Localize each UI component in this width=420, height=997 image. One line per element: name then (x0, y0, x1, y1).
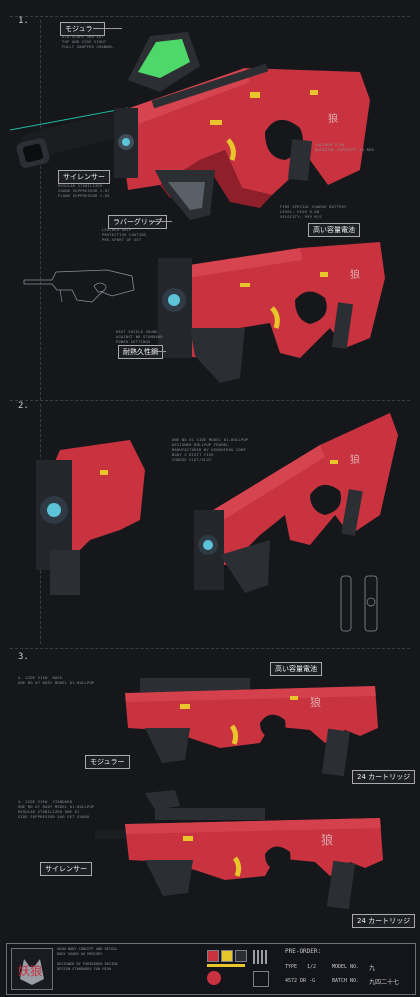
logo-emblem: 妖狼 (11, 948, 53, 990)
angled-weapon-render: 狼 (158, 242, 385, 383)
callout-modular-s3: モジュラー (85, 755, 130, 769)
laser-beam (10, 107, 129, 131)
logo-kanji: 妖狼 (18, 964, 43, 978)
grid-icon (253, 971, 269, 987)
section-divider (10, 648, 410, 649)
title-info: ORAW BODY CONCEPT AND DETAIL BODY GUARD … (57, 947, 118, 971)
color-swatch-dark (235, 950, 247, 962)
silencer-barrel (16, 111, 130, 168)
callout-high-capacity-battery: 高い容量電池 (308, 223, 360, 237)
callout-rubber-grip: ラバーグリップ (108, 215, 167, 229)
section-number: 3. (18, 652, 29, 662)
section-number: 2. (18, 401, 29, 411)
wolf-icon (20, 959, 44, 985)
svg-text:狼: 狼 (310, 695, 321, 709)
note-battery: FIRE SPECIAL CHARGE BATTERY LEVEL: HIGH … (280, 205, 347, 219)
note-rubber: LEATHER GRIP PROTECTIVE COATING PRE-SPOR… (102, 228, 147, 242)
type-value: 1/2 (307, 964, 317, 970)
blueprint-sketch (23, 269, 135, 303)
note-silencer: REGULAR STABILIZED SOUND SUPPRESSOR 1.07… (58, 184, 110, 198)
badge-icon (207, 971, 221, 985)
leader-line (152, 351, 166, 352)
batch-label: BATCH NO. (332, 978, 360, 984)
thumbhole-grip (295, 291, 327, 324)
holo-scope (128, 32, 200, 92)
section-divider (10, 400, 410, 401)
title-block: 妖狼 ORAW BODY CONCEPT AND DETAIL BODY GUA… (6, 943, 416, 995)
hero-weapon-render: 狼 (10, 32, 370, 220)
note-section3a: 4. SIDE VIEW BASE ONE MO 07 BODY MODEL 0… (18, 676, 95, 685)
foregrip (190, 328, 245, 383)
svg-text:狼: 狼 (321, 832, 333, 847)
qr-icon (253, 950, 267, 964)
section-number: 1. (18, 16, 29, 26)
batch-value: 九四二十七 (369, 979, 400, 986)
note-heat: HEAT SHIELD SOUND AGAINST NO STANDARD PO… (116, 330, 163, 344)
date-label: 4572 DR -G (285, 978, 316, 984)
color-swatch-red (207, 950, 219, 962)
callout-cartridge-b: 24 カートリッジ (352, 914, 416, 928)
front-view-render (36, 440, 145, 595)
model-value: 九 (369, 965, 376, 972)
magazine (287, 139, 313, 181)
scope-sketch (340, 575, 378, 632)
top-rail (151, 63, 269, 109)
note-modular: STD-SCOPE 400 SET TOP AND SIDE SIGHT FUL… (62, 35, 114, 49)
side-view-standard-render: 狼 (95, 790, 383, 910)
side-view-base-render: 狼 (125, 678, 378, 777)
magazine (331, 302, 353, 349)
note-section3b: 4. SIDE VIEW STANDARD ONE MO 07 BODY MOD… (18, 800, 95, 819)
callout-silencer: サイレンサー (58, 170, 110, 184)
svg-text:狼: 狼 (350, 268, 360, 281)
trigger (226, 138, 236, 161)
model-label: MODEL NO. (332, 964, 360, 970)
preorder-label: PRE-ORDER: (285, 948, 322, 955)
callout-modular: モジュラー (60, 22, 105, 36)
type-label: TYPE (285, 964, 298, 970)
svg-text:狼: 狼 (328, 112, 338, 125)
color-bar (207, 964, 245, 967)
callout-cartridge-a: 24 カートリッジ (352, 770, 416, 784)
callout-silencer-s3: サイレンサー (40, 862, 92, 876)
callout-battery-s3: 高い容量電池 (270, 662, 322, 676)
note-caliber: CALIBER 5.60 MAGAZINE CAPACITY 24 RDS (315, 143, 375, 152)
svg-text:狼: 狼 (350, 453, 360, 466)
grid-line (40, 20, 41, 400)
section-divider (10, 16, 410, 17)
leader-line (98, 28, 122, 29)
color-swatch-yellow (221, 950, 233, 962)
leader-line (150, 221, 172, 222)
three-quarter-render: 狼 (194, 413, 398, 593)
trigger (270, 306, 280, 329)
callout-heat-resistant-steel: 耐熱久性鋼 (118, 345, 163, 359)
note-section2: ONE NO 01 SIDE MODEL 01-BULLPUP DESIGNER… (172, 438, 249, 462)
